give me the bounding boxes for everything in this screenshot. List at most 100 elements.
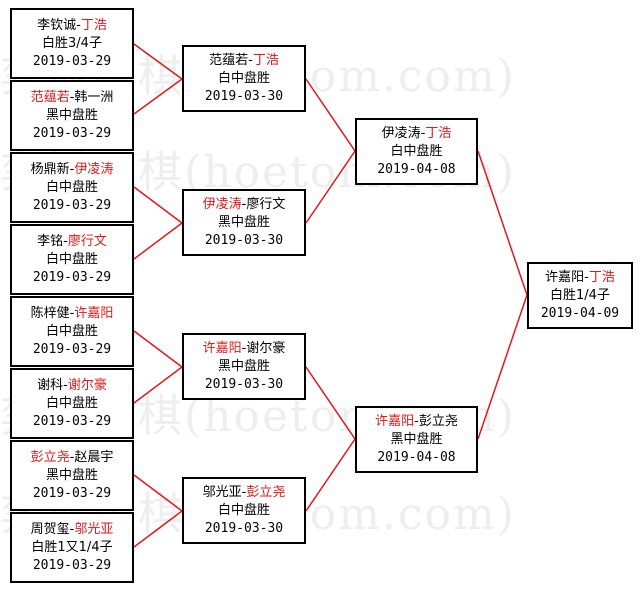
winner-name: 许嘉阳 <box>74 305 114 321</box>
match-result: 黑中盘胜 <box>45 107 98 123</box>
player-name: 彭立尧 <box>418 413 458 429</box>
match-result: 白中盘胜 <box>390 143 443 159</box>
match-players: 陈梓健-许嘉阳 <box>30 305 114 321</box>
match-box-r16-8: 周贺玺-邬光亚 白胜1又1/4子 2019-03-29 <box>10 512 134 583</box>
match-result: 白中盘胜 <box>45 179 98 195</box>
match-date: 2019-03-29 <box>32 53 112 69</box>
match-result: 白中盘胜 <box>217 70 270 86</box>
winner-name: 伊凌涛 <box>74 161 114 177</box>
match-box-qf-4: 邬光亚-彭立尧 白中盘胜 2019-03-30 <box>182 477 306 544</box>
winner-name: 谢尔豪 <box>67 377 107 393</box>
connectors-r16-qf <box>133 43 184 548</box>
match-result: 白中盘胜 <box>217 502 270 518</box>
player-name: 李铭 <box>37 233 64 249</box>
match-players: 许嘉阳-彭立尧 <box>375 413 458 429</box>
match-box-qf-3: 许嘉阳-谢尔豪 黑中盘胜 2019-03-30 <box>182 333 306 400</box>
match-date: 2019-04-09 <box>540 305 620 321</box>
connector-line <box>133 474 184 548</box>
connector-line <box>133 330 184 404</box>
match-result: 白中盘胜 <box>45 323 98 339</box>
winner-name: 丁浩 <box>252 52 279 68</box>
match-result: 黑中盘胜 <box>45 467 98 483</box>
match-date: 2019-04-08 <box>377 161 456 177</box>
match-result: 白中盘胜 <box>45 251 98 267</box>
winner-name: 许嘉阳 <box>375 413 415 429</box>
player-name: 李钦诚 <box>37 17 77 33</box>
match-players: 伊凌涛-丁浩 <box>381 125 452 141</box>
player-name: 谢科 <box>37 377 64 393</box>
match-players: 李钦诚-丁浩 <box>37 17 107 33</box>
match-date: 2019-04-08 <box>377 449 456 465</box>
match-players: 李铭-廖行文 <box>37 233 107 249</box>
winner-name: 丁浩 <box>425 125 452 141</box>
connector-line <box>305 366 356 512</box>
winner-name: 彭立尧 <box>30 449 70 465</box>
match-result: 白胜1/4子 <box>550 287 610 303</box>
match-box-r16-1: 李钦诚-丁浩 白胜3/4子 2019-03-29 <box>10 8 134 79</box>
winner-name: 伊凌涛 <box>202 196 242 212</box>
match-box-r16-4: 李铭-廖行文 白中盘胜 2019-03-29 <box>10 224 134 295</box>
player-name: 杨鼎新 <box>30 161 70 177</box>
match-players: 彭立尧-赵晨宇 <box>30 449 114 465</box>
match-date: 2019-03-29 <box>32 341 112 357</box>
connectors-sf-final <box>477 150 528 440</box>
connector-line <box>133 43 184 115</box>
match-date: 2019-03-29 <box>32 269 112 285</box>
match-box-r16-5: 陈梓健-许嘉阳 白中盘胜 2019-03-29 <box>10 296 134 367</box>
match-result: 黑中盘胜 <box>217 358 270 374</box>
match-players: 范蕴若-丁浩 <box>209 52 279 68</box>
match-box-sf-1: 伊凌涛-丁浩 白中盘胜 2019-04-08 <box>355 118 478 185</box>
winner-name: 廖行文 <box>67 233 107 249</box>
match-box-qf-1: 范蕴若-丁浩 白中盘胜 2019-03-30 <box>182 45 306 112</box>
connector-line <box>477 150 528 440</box>
player-name: 伊凌涛 <box>381 125 421 141</box>
winner-name: 丁浩 <box>80 17 107 33</box>
player-name: 周贺玺 <box>30 521 70 537</box>
match-box-r16-2: 范蕴若-韩一洲 黑中盘胜 2019-03-29 <box>10 80 134 151</box>
connector-line <box>133 186 184 260</box>
match-date: 2019-03-29 <box>32 197 112 213</box>
match-box-r16-7: 彭立尧-赵晨宇 黑中盘胜 2019-03-29 <box>10 440 134 511</box>
match-players: 邬光亚-彭立尧 <box>202 484 286 500</box>
match-date: 2019-03-30 <box>204 88 284 104</box>
winner-name: 丁浩 <box>588 269 615 285</box>
match-date: 2019-03-29 <box>32 125 112 141</box>
match-date: 2019-03-29 <box>32 413 112 429</box>
match-players: 周贺玺-邬光亚 <box>30 521 114 537</box>
match-result: 白中盘胜 <box>45 395 98 411</box>
player-name: 谢尔豪 <box>246 340 286 356</box>
match-date: 2019-03-30 <box>204 232 284 248</box>
winner-name: 范蕴若 <box>30 89 70 105</box>
player-name: 赵晨宇 <box>74 449 114 465</box>
winner-name: 彭立尧 <box>246 484 286 500</box>
player-name: 许嘉阳 <box>545 269 585 285</box>
match-players: 许嘉阳-丁浩 <box>545 269 615 285</box>
match-players: 谢科-谢尔豪 <box>37 377 107 393</box>
player-name: 邬光亚 <box>202 484 242 500</box>
match-result: 黑中盘胜 <box>390 431 443 447</box>
match-players: 范蕴若-韩一洲 <box>30 89 114 105</box>
match-box-r16-6: 谢科-谢尔豪 白中盘胜 2019-03-29 <box>10 368 134 439</box>
match-players: 伊凌涛-廖行文 <box>202 196 286 212</box>
match-box-final: 许嘉阳-丁浩 白胜1/4子 2019-04-09 <box>527 262 633 329</box>
match-date: 2019-03-29 <box>32 485 112 501</box>
match-box-qf-2: 伊凌涛-廖行文 黑中盘胜 2019-03-30 <box>182 189 306 256</box>
winner-name: 许嘉阳 <box>202 340 242 356</box>
winner-name: 邬光亚 <box>74 521 114 537</box>
match-date: 2019-03-29 <box>32 557 112 573</box>
match-box-sf-2: 许嘉阳-彭立尧 黑中盘胜 2019-04-08 <box>355 406 478 473</box>
match-box-r16-3: 杨鼎新-伊凌涛 白中盘胜 2019-03-29 <box>10 152 134 223</box>
match-players: 许嘉阳-谢尔豪 <box>202 340 286 356</box>
match-players: 杨鼎新-伊凌涛 <box>30 161 114 177</box>
connector-line <box>305 78 356 224</box>
match-result: 白胜1又1/4子 <box>31 539 113 555</box>
match-date: 2019-03-30 <box>204 520 284 536</box>
match-result: 黑中盘胜 <box>217 214 270 230</box>
player-name: 陈梓健 <box>30 305 70 321</box>
player-name: 韩一洲 <box>74 89 114 105</box>
connectors-qf-sf <box>305 78 356 512</box>
match-result: 白胜3/4子 <box>42 35 102 51</box>
player-name: 范蕴若 <box>209 52 249 68</box>
player-name: 廖行文 <box>246 196 286 212</box>
match-date: 2019-03-30 <box>204 376 284 392</box>
